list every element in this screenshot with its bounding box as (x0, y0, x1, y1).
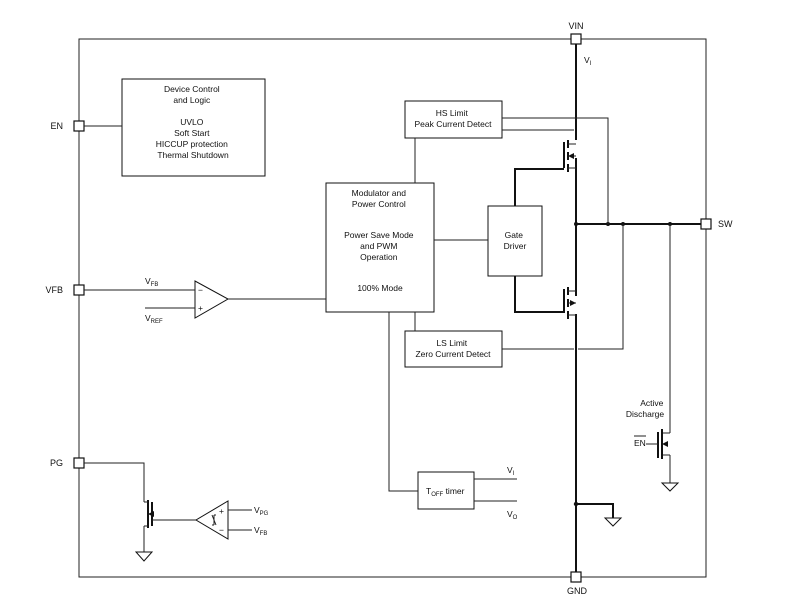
ground-symbol-pg (134, 551, 154, 562)
pin-en: EN (50, 120, 85, 132)
wire-ls-gate (514, 276, 564, 313)
label-vpg: VPG (254, 505, 269, 517)
pin-vin-label: VIN (568, 21, 583, 31)
hs-limit-text: HS Limit Peak Current Detect (414, 108, 492, 129)
pin-vin: VIN (568, 21, 584, 45)
pin-gnd-label: GND (567, 586, 588, 596)
pin-gnd: GND (567, 571, 588, 596)
low-side-mosfet (563, 287, 576, 319)
error-amp-plus: + (198, 303, 203, 313)
pin-sw: SW (700, 218, 733, 230)
high-side-mosfet (563, 140, 576, 172)
device-control-text: Device Control and Logic UVLO Soft Start… (156, 84, 231, 160)
pin-pg-label: PG (50, 458, 63, 468)
device-control-block: Device Control and Logic UVLO Soft Start… (121, 78, 266, 177)
wire-pg (84, 462, 145, 502)
pg-comp-minus: − (219, 525, 224, 535)
wire-ls-sense (502, 224, 624, 350)
wire-gnd-tap (576, 503, 614, 518)
ground-symbol-discharge (660, 482, 680, 492)
label-vfb-pg: VFB (254, 525, 267, 537)
ls-limit-text: LS Limit Zero Current Detect (415, 338, 491, 359)
error-amplifier: − + (194, 280, 230, 319)
discharge-mosfet (657, 224, 671, 483)
label-vfb-signal: VFB (145, 276, 158, 288)
error-amp-minus: − (198, 285, 203, 295)
pin-vfb-label: VFB (45, 285, 63, 295)
gate-driver-text: Gate Driver (504, 230, 527, 251)
pin-en-label: EN (50, 121, 63, 131)
toff-timer-text: TOFF timer (426, 486, 465, 498)
label-en-bar: EN (634, 438, 646, 448)
ground-symbol-main (603, 517, 623, 527)
hs-limit-block: HS Limit Peak Current Detect (404, 100, 503, 139)
wire-mod-to-toff (388, 312, 418, 492)
pin-vfb: VFB (45, 284, 85, 296)
pg-mosfet (143, 500, 154, 552)
wire-hs-gate (514, 168, 564, 206)
modulator-block: Modulator and Power Control Power Save M… (325, 182, 435, 313)
pin-sw-label: SW (718, 219, 733, 229)
label-toff-vi: VI (507, 465, 515, 477)
ic-outline (78, 38, 707, 578)
toff-timer-block: TOFF timer (417, 471, 475, 510)
label-vref-signal: VREF (145, 313, 163, 325)
ls-limit-block: LS Limit Zero Current Detect (404, 330, 503, 368)
pin-pg: PG (50, 457, 85, 469)
pg-comparator: + − (195, 500, 229, 540)
modulator-text: Modulator and Power Control Power Save M… (344, 188, 416, 293)
gate-driver-block: Gate Driver (487, 205, 543, 277)
label-toff-vo: VO (507, 509, 518, 521)
active-discharge-label: Active Discharge (626, 398, 666, 419)
wire-hs-sense-sw (502, 117, 609, 224)
label-vi-top: VI (584, 55, 592, 67)
pg-comp-plus: + (219, 506, 224, 516)
